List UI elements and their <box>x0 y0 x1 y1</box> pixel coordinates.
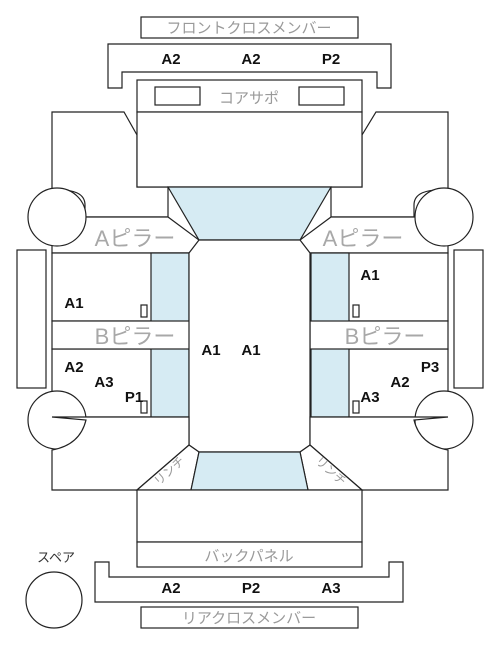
left-rear-handle <box>140 400 148 414</box>
a-pillar-left-label: Aピラー <box>95 226 176 251</box>
front-cross-member-box <box>140 16 359 39</box>
rear-cross-member-box <box>140 606 359 629</box>
back-panel-label: バックパネル <box>204 548 293 565</box>
left-front-handle <box>140 304 148 318</box>
trunk-area <box>136 489 363 543</box>
left-rear-grade-c: P1 <box>125 389 143 406</box>
rear-cross-member-label: リアクロスメンバー <box>182 610 316 627</box>
front-cross-member-label: フロントクロスメンバー <box>166 20 331 37</box>
rear-cross-member <box>94 561 404 603</box>
headlight-left <box>154 86 201 106</box>
right-rear-grade-b: A2 <box>390 374 409 391</box>
core-support-label: コアサポ <box>219 90 279 107</box>
engine-bay <box>136 111 363 188</box>
left-front-door-grade: A1 <box>64 295 83 312</box>
front-cross-grade-right: P2 <box>322 51 340 68</box>
headlight-right <box>298 86 345 106</box>
right-rear-grade-a: P3 <box>421 359 439 376</box>
a-pillar-right-label: Aピラー <box>323 226 404 251</box>
right-rear-grade-c: A3 <box>360 389 379 406</box>
rear-window <box>190 451 309 491</box>
windshield <box>166 186 333 241</box>
spare-tire <box>25 571 83 629</box>
right-front-wheel <box>414 187 474 247</box>
front-cross-grade-left: A2 <box>161 51 180 68</box>
rear-cross-grade-center: P2 <box>242 580 260 597</box>
left-front-wheel <box>27 187 87 247</box>
right-front-handle <box>352 304 360 318</box>
b-pillar-left-label: Bピラー <box>95 324 176 349</box>
b-pillar-right-label: Bピラー <box>345 324 426 349</box>
right-side-sill <box>453 249 484 389</box>
left-side-sill <box>16 249 47 389</box>
roof-grade-right: A1 <box>241 342 260 359</box>
b-pillar-right <box>309 320 449 350</box>
roof-grade-left: A1 <box>201 342 220 359</box>
right-rear-handle <box>352 400 360 414</box>
left-rear-grade-a: A2 <box>64 359 83 376</box>
right-front-door-grade: A1 <box>360 267 379 284</box>
left-rear-grade-b: A3 <box>94 374 113 391</box>
spare-label: スペア <box>37 550 75 565</box>
rear-cross-grade-left: A2 <box>161 580 180 597</box>
back-panel <box>136 541 363 568</box>
front-cross-grade-center: A2 <box>241 51 260 68</box>
b-pillar-left <box>51 320 191 350</box>
front-cross-member <box>107 43 392 89</box>
rear-cross-grade-right: A3 <box>321 580 340 597</box>
